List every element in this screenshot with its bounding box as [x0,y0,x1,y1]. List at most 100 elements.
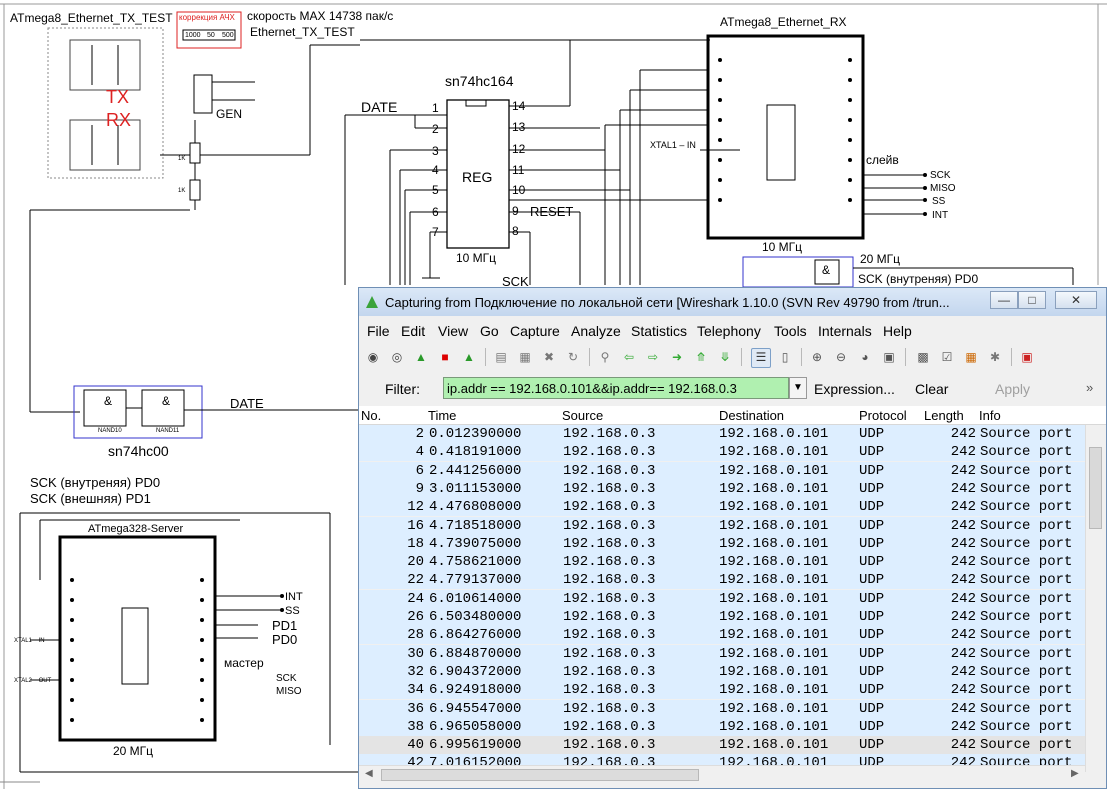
save-file-icon[interactable]: ▦ [519,350,531,364]
close-button[interactable]: ✕ [1055,291,1097,309]
menu-statistics[interactable]: Statistics [631,323,688,339]
apply-button[interactable]: Apply [995,381,1031,397]
column-length[interactable]: Length [924,408,964,423]
zoom-in-icon[interactable]: ⊕ [811,350,823,364]
packet-length: 242 [950,645,976,662]
packet-info: Source port [980,480,1073,497]
packet-time: 4.758621000 [429,554,522,571]
reload-icon[interactable]: ↻ [567,350,579,364]
find-packet-icon[interactable]: ⚲ [600,350,610,364]
menu-bar: File Edit View Go Capture Analyze Statis… [359,322,1106,342]
expression-button[interactable]: Expression... [814,381,895,397]
resize-columns-icon[interactable]: ▣ [883,350,895,364]
stop-capture-icon[interactable]: ■ [441,350,449,364]
display-filters-icon[interactable]: ☑ [941,350,953,364]
menu-tools[interactable]: Tools [774,323,807,339]
options-icon[interactable]: ◎ [391,350,403,364]
column-no[interactable]: No. [361,408,382,423]
vertical-scrollbar[interactable] [1085,425,1106,772]
interfaces-icon[interactable]: ◉ [367,350,379,364]
go-to-packet-icon[interactable]: ➜ [671,350,683,364]
sn00-label: sn74hc00 [108,443,169,459]
toolbar-overflow-icon[interactable]: » [1086,380,1094,395]
packet-info: Source port [980,663,1073,680]
packet-source: 192.168.0.3 [563,627,656,644]
menu-internals[interactable]: Internals [818,323,872,339]
maximize-button[interactable]: □ [1018,291,1046,309]
autoscroll-icon[interactable]: ▯ [781,350,789,364]
filter-input[interactable]: ip.addr == 192.168.0.101&&ip.addr== 192.… [443,377,789,399]
packet-no: 2 [415,426,424,442]
pin-6: 6 [432,205,439,219]
column-protocol[interactable]: Protocol [859,408,907,423]
packet-destination: 192.168.0.101 [719,718,829,735]
menu-go[interactable]: Go [480,323,499,339]
packet-source: 192.168.0.3 [563,663,656,680]
coloring-rules-icon[interactable]: ▦ [965,350,977,364]
preferences-icon[interactable]: ✱ [989,350,1001,364]
clear-button[interactable]: Clear [915,381,949,397]
menu-file[interactable]: File [367,323,390,339]
go-first-icon[interactable]: ⤊ [695,350,707,364]
title-bar[interactable]: Capturing from Подключение по локальной … [359,288,1106,316]
horizontal-scrollbar[interactable]: ◀ ▶ [359,765,1085,784]
filter-dropdown-icon[interactable]: ▼ [789,377,807,399]
menu-edit[interactable]: Edit [401,323,426,339]
minimize-button[interactable]: — [990,291,1018,309]
packet-source: 192.168.0.3 [563,554,656,571]
restart-capture-icon[interactable]: ▲ [463,350,475,364]
server-signal-pd0: PD0 [272,632,297,647]
column-destination[interactable]: Destination [719,408,785,423]
zoom-out-icon[interactable]: ⊖ [835,350,847,364]
menu-telephony[interactable]: Telephony [697,323,761,339]
go-forward-icon[interactable]: ⇨ [647,350,659,364]
column-source[interactable]: Source [562,408,604,423]
packet-no: 32 [407,663,424,680]
colorize-icon[interactable]: ☰ [751,348,771,368]
close-file-icon[interactable]: ✖ [543,350,555,364]
menu-help[interactable]: Help [883,323,912,339]
capture-filters-icon[interactable]: ▩ [917,350,929,364]
vertical-scroll-thumb[interactable] [1089,447,1102,529]
packet-time: 2.441256000 [429,462,522,479]
column-time[interactable]: Time [428,408,457,423]
scroll-right-icon[interactable]: ▶ [1071,768,1079,779]
menu-analyze[interactable]: Analyze [571,323,621,339]
packet-length: 242 [950,590,976,607]
start-capture-icon[interactable]: ▲ [415,350,427,364]
go-back-icon[interactable]: ⇦ [623,350,635,364]
packet-source: 192.168.0.3 [563,535,656,552]
menu-view[interactable]: View [438,323,469,339]
go-last-icon[interactable]: ⤋ [719,350,731,364]
help-icon[interactable]: ▣ [1021,350,1033,364]
packet-destination: 192.168.0.101 [719,554,829,571]
packet-info: Source port [980,499,1073,516]
scroll-left-icon[interactable]: ◀ [365,768,373,779]
packet-time: 6.965058000 [429,718,522,735]
zoom-normal-icon[interactable]: ◕ [861,350,869,364]
menu-capture[interactable]: Capture [510,323,560,339]
horizontal-scroll-thumb[interactable] [381,769,699,781]
packet-no: 20 [407,554,424,571]
packet-destination: 192.168.0.101 [719,572,829,589]
open-file-icon[interactable]: ▤ [495,350,507,364]
column-info[interactable]: Info [979,408,1001,423]
